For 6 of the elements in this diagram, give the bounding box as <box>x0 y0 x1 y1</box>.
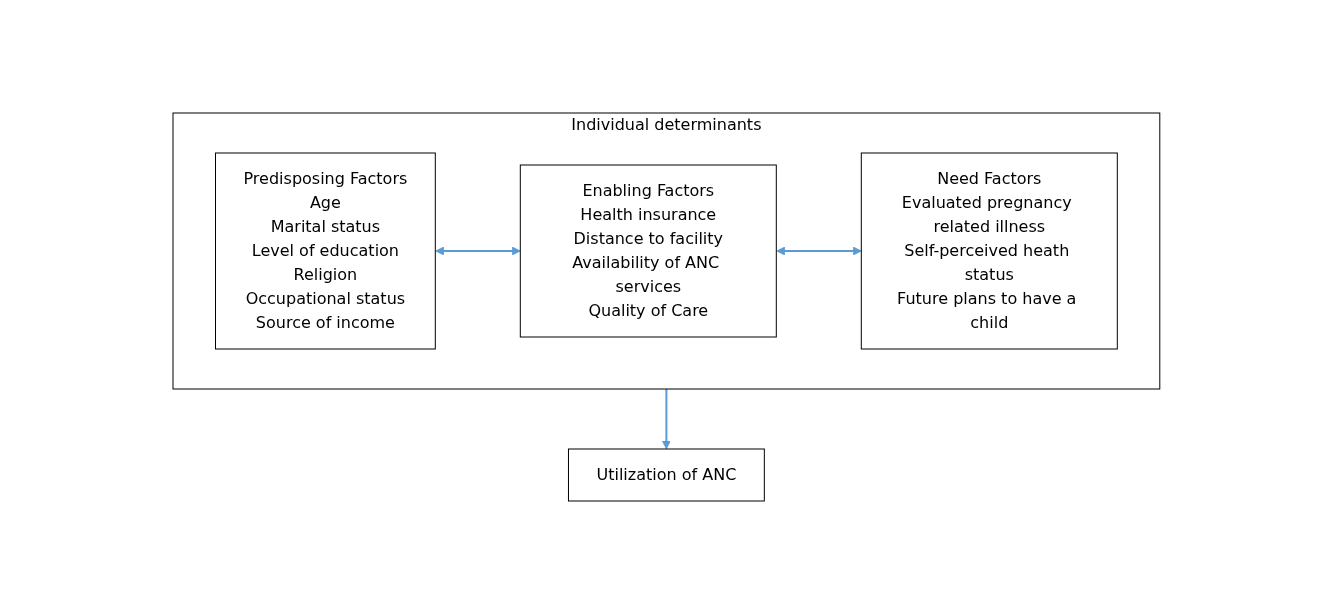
arrow <box>775 246 862 256</box>
node-box: Enabling Factors Health insurance Distance to facility Availability of ANC services Quality of Care <box>519 164 777 338</box>
arrow <box>661 388 671 450</box>
node-box: Predisposing Factors Age Marital status Level of education Religion Occupational status Source of income <box>214 152 436 350</box>
node-box: Utilization of ANC <box>567 448 765 502</box>
node-box: Need Factors Evaluated pregnancy related illness Self-perceived heath status Future plans to have a child <box>860 152 1118 350</box>
